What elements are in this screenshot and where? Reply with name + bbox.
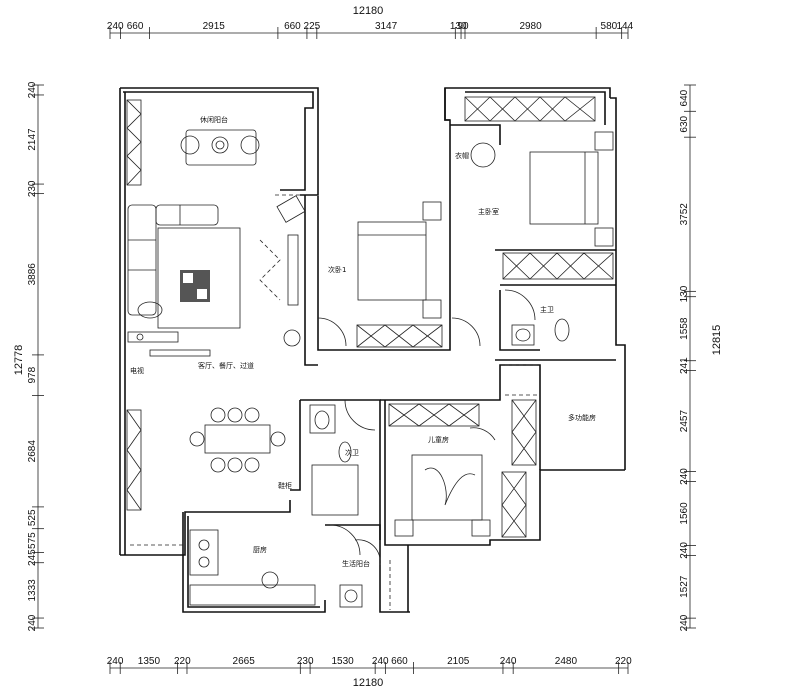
balcony-tea-set (180, 129, 260, 166)
dimension-segment-label: 240 (679, 468, 690, 485)
dimension-segment-label: 230 (297, 656, 314, 667)
dimension-segment-label: 575 (27, 532, 38, 549)
kitchen-fixtures (189, 529, 363, 608)
dimension-segment-label: 3147 (375, 21, 398, 32)
dimension-segment-label: 2147 (27, 128, 38, 151)
doors (130, 194, 540, 610)
dimension-segment-label: 2665 (233, 656, 256, 667)
dimension-segment-label: 580 (601, 21, 618, 32)
dimension-segment-label: 130 (679, 285, 690, 302)
dimension-segment-label: 220 (174, 656, 191, 667)
dimension-segment-label: 230 (27, 180, 38, 197)
bottom-total-dimension: 12180 (353, 677, 384, 689)
dimension-segment-label: 2684 (27, 440, 38, 463)
dimension-segment-label: 660 (391, 656, 408, 667)
dimension-segment-label: 240 (27, 614, 38, 631)
top-total-dimension: 12180 (353, 5, 384, 17)
tv-wall (259, 195, 306, 347)
master-bed (470, 131, 614, 247)
room-label-master-bath: 主卫 (540, 305, 554, 314)
dimension-segment-label: 3752 (679, 203, 690, 226)
room-label-guest-bath: 次卫 (345, 448, 359, 457)
room-label-living-dining: 客厅、餐厅、过道 (198, 361, 254, 370)
dimension-segment-label: 2480 (555, 656, 578, 667)
entry-shoe-cabinet (127, 331, 211, 357)
dimension-segment-label: 640 (679, 89, 690, 106)
dimension-segment-label: 1527 (679, 575, 690, 598)
right-dimension-line: 12815 640 630 3752 130 1558 241 2457 240 1560 240… (679, 84, 723, 631)
dimension-segment-label: 2457 (679, 410, 690, 433)
bathroom-fixtures (309, 318, 570, 516)
dimension-segment-label: 660 (127, 21, 144, 32)
dimension-segment-label: 978 (27, 366, 38, 383)
dimension-segment-label: 1350 (138, 656, 161, 667)
room-label-dressing: 衣帽 (455, 151, 469, 160)
room-label-tv-cabinet: 电视 (130, 366, 144, 375)
dimension-segment-label: 240 (107, 21, 124, 32)
dimension-segment-label: 2105 (447, 656, 470, 667)
dimension-segment-label: 2915 (203, 21, 226, 32)
room-label-children-room: 儿童房 (428, 435, 449, 444)
dimension-segment-label: 2980 (519, 21, 542, 32)
left-total-dimension: 12778 (13, 345, 25, 376)
room-label-second-bedroom: 次卧1 (328, 265, 346, 274)
room-label-leisure-balcony: 休闲阳台 (200, 115, 228, 124)
children-bed (394, 454, 491, 537)
dimension-segment-label: 240 (679, 614, 690, 631)
room-label-master-bedroom: 主卧室 (478, 207, 499, 216)
wardrobes (126, 96, 614, 538)
right-total-dimension: 12815 (711, 325, 723, 356)
dimension-segment-label: 144 (616, 21, 633, 32)
walls (119, 87, 626, 613)
dimension-segment-label: 240 (500, 656, 517, 667)
dimension-segment-label: 240 (107, 656, 124, 667)
dimension-segment-label: 1530 (332, 656, 355, 667)
dimension-segment-label: 1560 (679, 502, 690, 525)
dimension-segment-label: 240 (27, 81, 38, 98)
second-bedroom-bed (357, 201, 442, 319)
dimension-segment-label: 1558 (679, 317, 690, 340)
dimension-segment-label: 220 (615, 656, 632, 667)
dimension-segment-label: 525 (27, 509, 38, 526)
dining-set (189, 407, 286, 473)
dimension-segment-label: 245 (27, 549, 38, 566)
dimension-segment-label: 1333 (27, 579, 38, 602)
room-label-kitchen: 厨房 (253, 545, 267, 554)
dimension-segment-label: 660 (284, 21, 301, 32)
dimension-segment-label: 240 (372, 656, 389, 667)
dimension-segment-label: 241 (679, 357, 690, 374)
dimension-segment-label: 240 (679, 542, 690, 559)
dimension-segment-label: 130 (450, 21, 467, 32)
sofa-set (127, 204, 241, 329)
dimension-segment-label: 3886 (27, 263, 38, 286)
room-label-shoe-cabinet: 鞋柜 (278, 481, 292, 490)
room-label-service-balcony: 生活阳台 (342, 559, 370, 568)
room-label-multi-function: 多功能房 (568, 413, 596, 422)
dimension-segment-label: 225 (304, 21, 321, 32)
dimension-segment-label: 630 (679, 115, 690, 132)
dimension-segment-label: 90 (457, 21, 469, 32)
